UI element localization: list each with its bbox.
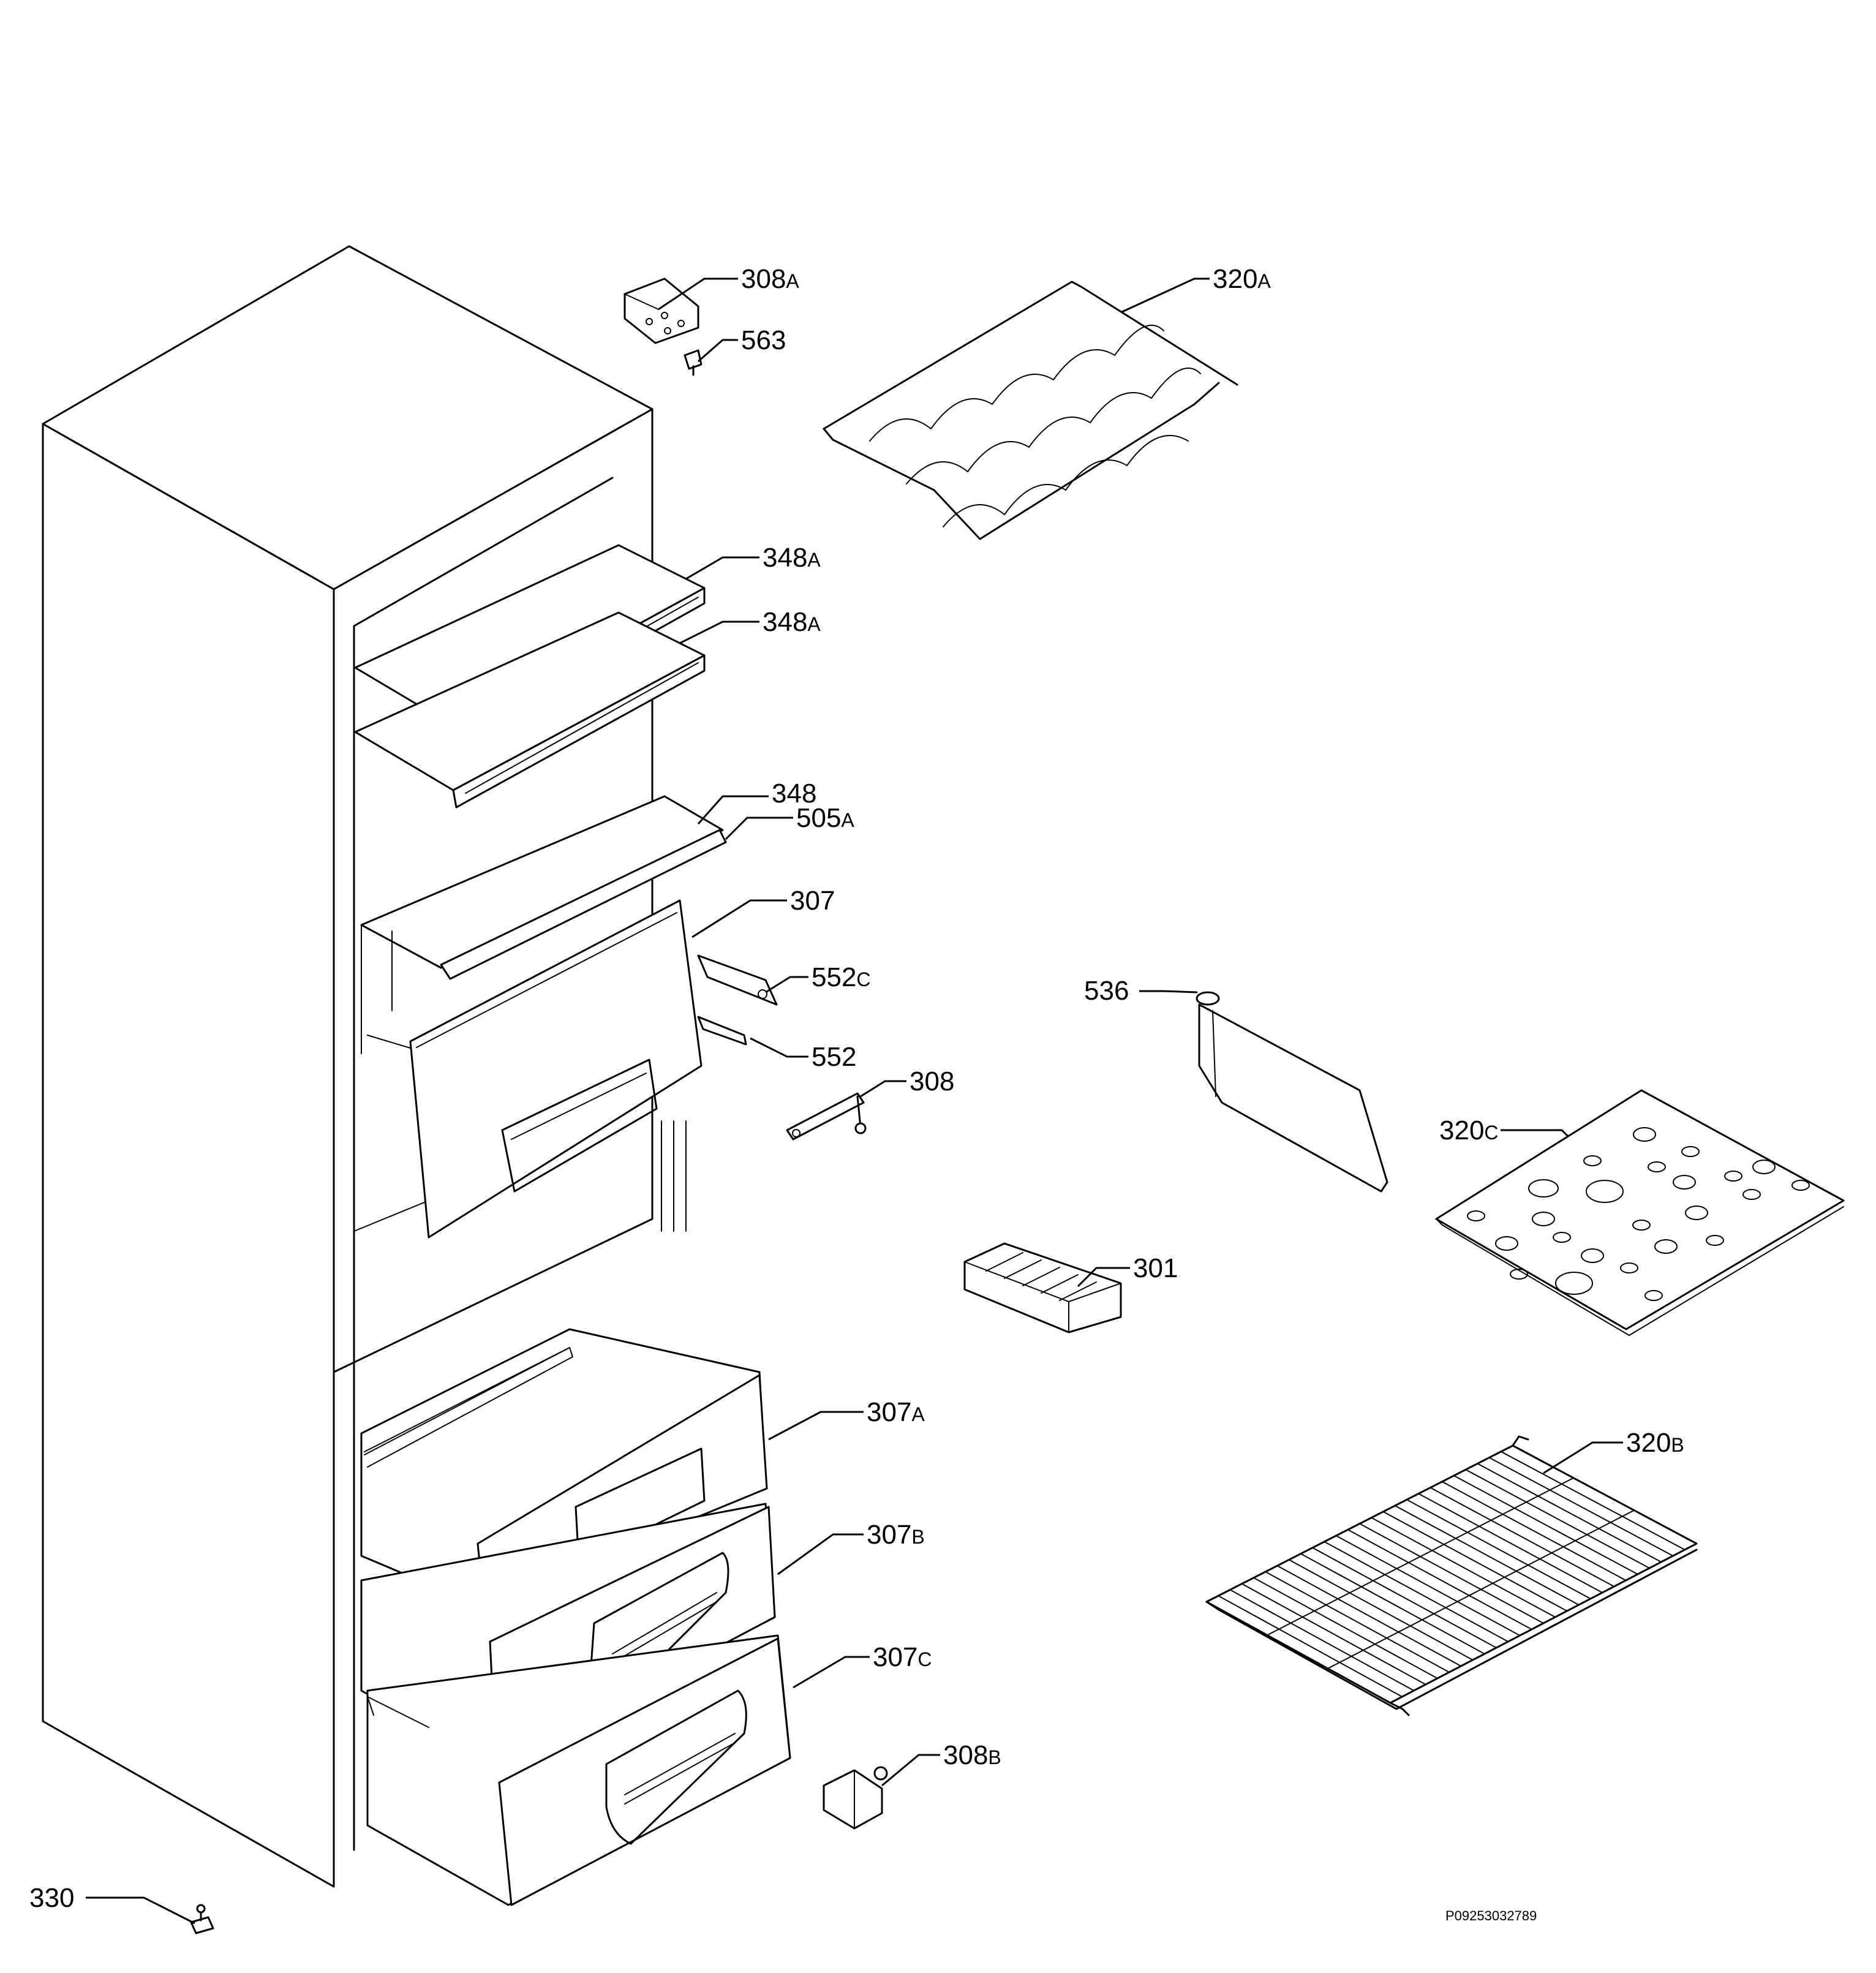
callout-307: 307 [790,886,835,916]
callout-308A: 308A [741,264,799,294]
wire-shelf [1205,1435,1698,1716]
callout-301: 301 [1133,1253,1178,1283]
leader-lines [86,277,1623,1925]
callout-330: 330 [29,1883,74,1913]
callout-308: 308 [910,1066,954,1096]
callout-320A: 320A [1213,264,1271,294]
callout-308B: 308B [943,1740,1001,1770]
callout-307A: 307A [867,1397,925,1427]
screw-563 [684,349,703,376]
callout-505A: 505A [796,803,854,833]
lower-hinge [786,1092,867,1141]
freezer-drawer-bottom [366,1634,791,1906]
divider-plate [1196,991,1388,1193]
bottle-rack [823,281,1238,540]
freezer-flap-door [409,899,703,1239]
callout-552: 552 [812,1042,856,1072]
document-id: P09253032789 [1445,1908,1537,1923]
levelling-foot [190,1904,214,1934]
callout-552C: 552C [812,962,871,992]
callout-348A-upper: 348A [763,543,821,573]
callout-320C: 320C [1439,1115,1499,1145]
callout-348: 348 [772,779,816,809]
callout-563: 563 [741,325,786,355]
perforated-tray [1435,1089,1845,1336]
callout-307B: 307B [867,1520,925,1550]
freezer-shelf [360,795,727,1054]
top-hinge [623,277,699,344]
glass-shelf-middle [354,611,706,809]
bottom-hinge [823,1766,888,1830]
callout-labels: 308A 563 320A 348A 348A 348 505A 307 552… [29,264,1684,1913]
callout-348A-lower: 348A [763,607,821,637]
callout-320B: 320B [1626,1428,1684,1458]
callout-307C: 307C [873,1642,932,1672]
door-hinge-rails [697,954,778,1046]
callout-536: 536 [1084,976,1129,1006]
ice-cube-tray [963,1242,1122,1334]
